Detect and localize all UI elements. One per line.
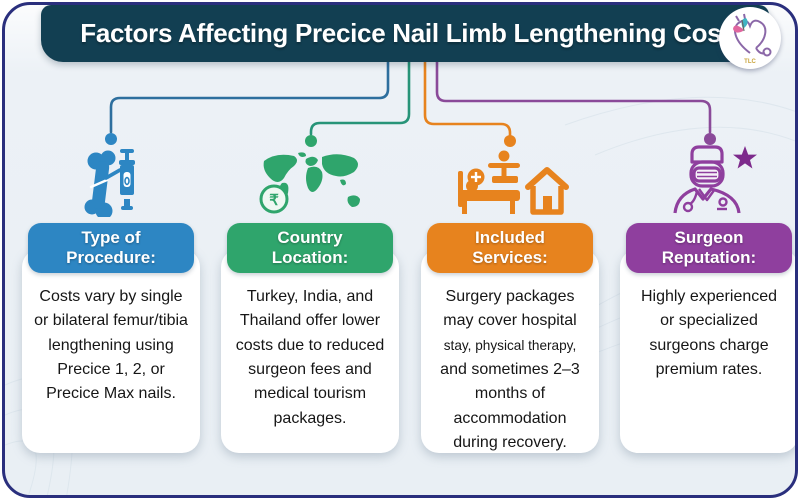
column-header-pill: Surgeon Reputation: xyxy=(626,223,792,273)
column-body: Surgery packages may cover hospital stay… xyxy=(421,285,599,455)
body-part: and sometimes 2–3 months of accommodatio… xyxy=(440,360,580,451)
bone-lengthening-nail-icon xyxy=(22,145,200,217)
logo-disc xyxy=(719,7,781,69)
column-header-pill: Type of Procedure: xyxy=(28,223,194,273)
hospital-bed-house-icon xyxy=(421,145,599,217)
column-country-location: ₹ Country Location: Turkey, India, and T… xyxy=(221,145,399,457)
pill-label-line2: Location: xyxy=(271,248,349,267)
column-included-services: Included Services: Surgery packages may … xyxy=(421,145,599,457)
column-type-of-procedure: Type of Procedure: Costs vary by single … xyxy=(22,145,200,457)
header-banner: Factors Affecting Precice Nail Limb Leng… xyxy=(41,5,769,62)
stethoscope-butterfly-icon: TLC xyxy=(733,13,772,65)
surgeon-star-icon xyxy=(620,145,795,217)
column-body: Turkey, India, and Thailand offer lower … xyxy=(235,288,385,427)
column-card xyxy=(221,249,399,453)
logo-text: TLC xyxy=(744,59,756,65)
page-title: Factors Affecting Precice Nail Limb Leng… xyxy=(80,18,730,48)
pill-label-line1: Country xyxy=(277,227,343,247)
column-body: Costs vary by single or bilateral femur/… xyxy=(34,288,188,403)
column-surgeon-reputation: Surgeon Reputation: Highly experienced o… xyxy=(620,145,795,457)
body-part: Surgery packages may cover hospital xyxy=(443,288,577,330)
connector-dot-blue xyxy=(105,133,117,145)
pill-label-line1: Included xyxy=(475,227,545,247)
clinic-logo: TLC xyxy=(719,7,781,69)
pill-label-line1: Type of xyxy=(81,227,141,247)
svg-text:₹: ₹ xyxy=(269,192,279,209)
column-header-pill: Included Services: xyxy=(427,223,593,273)
pill-label-line2: Procedure: xyxy=(66,248,156,267)
pill-label-line1: Surgeon xyxy=(674,227,744,247)
column-body: Highly experienced or specialized surgeo… xyxy=(640,288,778,378)
pill-label-line2: Reputation: xyxy=(661,248,757,267)
pill-label-line2: Services: xyxy=(472,248,548,267)
world-map-rupee-coin-icon: ₹ xyxy=(221,145,399,217)
body-part-small: stay, physical therapy, xyxy=(443,337,577,353)
column-header-pill: Country Location: xyxy=(227,223,393,273)
